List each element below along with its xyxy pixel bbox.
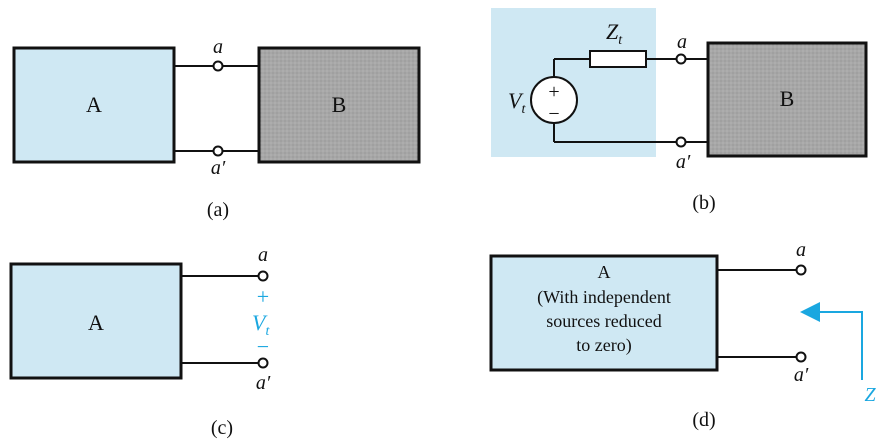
panel-a: A B a a′ (a) xyxy=(12,36,421,221)
block-a-d-line-1: A xyxy=(598,262,611,282)
block-a-c-label: A xyxy=(88,310,104,335)
block-a-d-line-2: (With independent xyxy=(537,287,671,308)
block-b-right xyxy=(706,41,868,158)
terminal-d-a xyxy=(795,264,807,276)
impedance-zt xyxy=(589,50,647,68)
terminal-c-a-prime-label: a′ xyxy=(256,372,271,394)
terminal-b-a-prime xyxy=(675,136,687,148)
vt-label: Vt xyxy=(252,310,270,339)
caption-d: (d) xyxy=(692,409,715,431)
source-label-main: V xyxy=(508,88,524,113)
vt-subscript: t xyxy=(265,324,270,339)
block-a xyxy=(12,46,176,164)
terminal-c-a-label: a xyxy=(258,244,268,266)
block-a-d-line-4: to zero) xyxy=(576,335,631,356)
terminal-b-a-prime-label: a′ xyxy=(676,151,691,173)
impedance-main: Z xyxy=(606,19,619,44)
impedance-arrow xyxy=(800,302,863,380)
terminal-a-label: a xyxy=(213,36,223,58)
caption-a: (a) xyxy=(207,199,229,221)
source-minus: − xyxy=(548,103,559,125)
panel-c: A a a′ + Vt − (c) xyxy=(9,244,271,439)
block-a-d xyxy=(489,254,719,372)
block-b-right-label: B xyxy=(780,86,795,111)
block-b xyxy=(257,46,421,164)
panel-d: A (With independent sources reduced to z… xyxy=(489,239,876,431)
terminal-c-a-prime xyxy=(257,357,269,369)
caption-b: (b) xyxy=(692,192,715,214)
terminal-b-a xyxy=(675,53,687,65)
impedance-label: Zt xyxy=(606,19,623,48)
caption-c: (c) xyxy=(211,417,233,439)
block-a-label: A xyxy=(86,92,102,117)
block-a-c xyxy=(9,262,183,380)
block-b-label: B xyxy=(332,92,347,117)
terminal-d-a-prime-label: a′ xyxy=(794,364,809,386)
impedance-subscript: t xyxy=(618,33,623,48)
terminal-a-prime xyxy=(212,145,224,157)
impedance-z-label: Z xyxy=(864,384,876,406)
vt-main: V xyxy=(252,310,268,335)
source-label-subscript: t xyxy=(521,102,526,117)
vt-minus: − xyxy=(257,334,269,359)
terminal-d-a-prime xyxy=(795,351,807,363)
terminal-a xyxy=(212,60,224,72)
terminal-a-prime-label: a′ xyxy=(211,157,226,179)
thevenin-background xyxy=(491,8,656,157)
source-plus: + xyxy=(548,81,559,103)
vt-plus: + xyxy=(257,284,269,309)
terminal-c-a xyxy=(257,270,269,282)
source-label: Vt xyxy=(508,88,526,117)
panel-b: B + − Zt Vt a a′ (b) xyxy=(491,8,868,214)
terminal-b-a-label: a xyxy=(677,31,687,53)
terminal-d-a-label: a xyxy=(796,239,806,261)
block-a-d-line-3: sources reduced xyxy=(546,311,661,331)
